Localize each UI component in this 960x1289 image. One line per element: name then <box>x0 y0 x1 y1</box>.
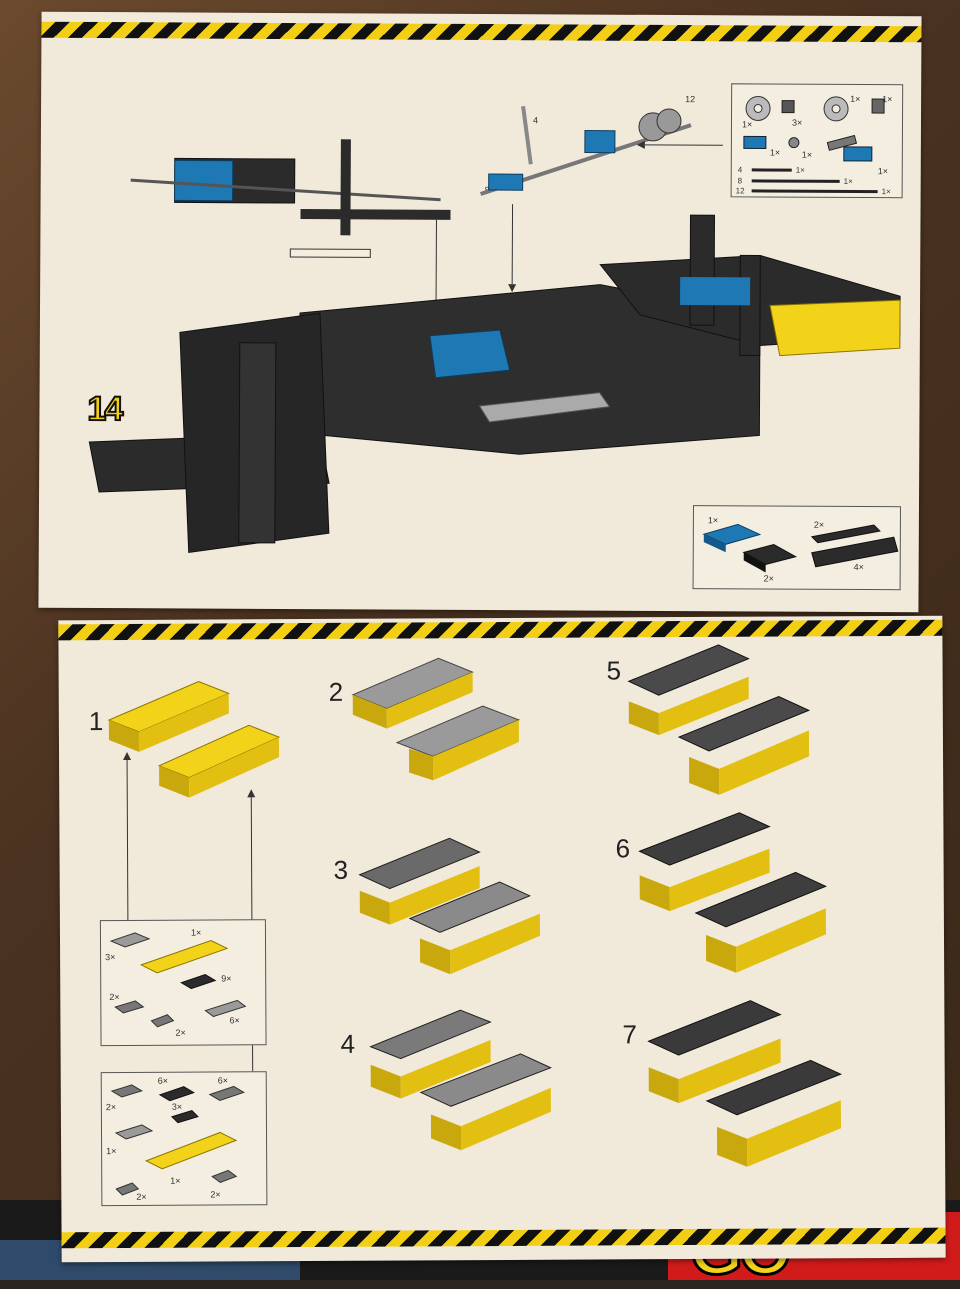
qty-label: 6× <box>229 1016 239 1025</box>
step-7-bricks <box>648 1000 841 1167</box>
qty-label: 1× <box>708 516 718 525</box>
qty-label: 2× <box>106 1103 116 1112</box>
qty-label: 4× <box>854 563 864 572</box>
qty-label: 2× <box>814 521 824 530</box>
step-5-bricks <box>628 644 809 795</box>
qty-label: 3× <box>105 953 115 962</box>
qty-label: 3× <box>172 1103 182 1112</box>
step-6-bricks <box>639 812 826 973</box>
step-2-bricks <box>353 658 520 781</box>
qty-label: 6× <box>158 1077 168 1086</box>
qty-label: 2× <box>109 993 119 1002</box>
instruction-page-bottom: 1 2 3 4 5 6 7 <box>58 616 945 1263</box>
qty-label: 6× <box>218 1076 228 1085</box>
qty-label: 9× <box>221 974 231 983</box>
step-3-bricks <box>359 838 540 975</box>
qty-label: 2× <box>175 1029 185 1038</box>
qty-label: 2× <box>136 1193 146 1202</box>
callout-parts-illustration <box>101 920 266 1045</box>
qty-label: 1× <box>170 1177 180 1186</box>
qty-label: 1× <box>191 929 201 938</box>
qty-label: 2× <box>210 1190 220 1199</box>
qty-label: 2× <box>764 574 774 583</box>
parts-callout-step-1: 3× 1× 9× 2× 2× 6× <box>100 919 267 1046</box>
callout-parts-illustration <box>102 1072 267 1205</box>
qty-label: 1× <box>106 1147 116 1156</box>
step-4-bricks <box>370 1010 551 1151</box>
step-1-bricks <box>109 681 280 798</box>
parts-callout-bricks: 1× 2× 2× 4× <box>693 505 901 590</box>
parts-callout-step-1b: 6× 6× 2× 3× 1× 1× 2× 2× <box>101 1071 268 1206</box>
brick-parts-illustration <box>694 506 900 589</box>
instruction-page-top: 14 1× 3× 1× 1× 1× 1× 1× 4 1× 8 1× 12 1× <box>38 12 921 613</box>
